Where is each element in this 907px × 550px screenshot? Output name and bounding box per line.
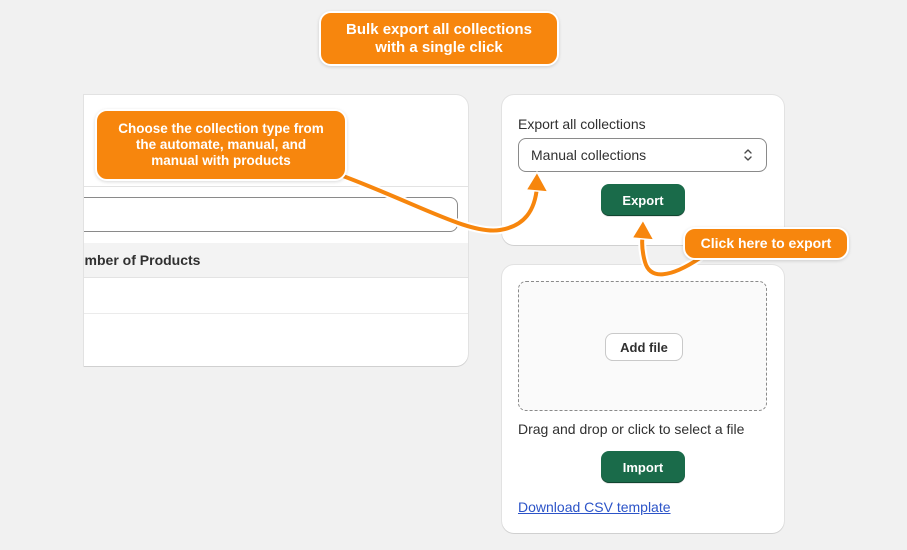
search-input[interactable]	[84, 197, 458, 232]
select-value: Manual collections	[531, 147, 647, 163]
card-divider	[84, 186, 468, 187]
annotation-text: with a single click	[375, 38, 503, 56]
download-csv-template-link[interactable]: Download CSV template	[518, 499, 671, 515]
import-button[interactable]: Import	[601, 451, 685, 483]
export-card: Export all collections Manual collection…	[502, 95, 784, 245]
export-button[interactable]: Export	[601, 184, 685, 216]
export-label: Export all collections	[518, 116, 646, 132]
table-header	[84, 243, 468, 278]
annotation-text: Choose the collection type from	[118, 120, 324, 136]
annotation-choose-type: Choose the collection type from the auto…	[95, 109, 347, 181]
annotation-text: Bulk export all collections	[346, 20, 532, 38]
table-row[interactable]	[84, 278, 468, 314]
column-header-number-of-products[interactable]: umber of Products	[84, 252, 201, 268]
collection-type-select[interactable]: Manual collections	[518, 138, 767, 172]
annotation-click-export: Click here to export	[683, 227, 849, 260]
annotation-bulk-export: Bulk export all collections with a singl…	[319, 11, 559, 66]
import-card: Add file Drag and drop or click to selec…	[502, 265, 784, 533]
dropzone-hint: Drag and drop or click to select a file	[518, 421, 745, 437]
annotation-text: manual with products	[151, 153, 291, 169]
add-file-button[interactable]: Add file	[606, 334, 682, 360]
file-dropzone[interactable]: Add file	[518, 281, 767, 411]
chevron-up-down-icon	[744, 149, 752, 161]
annotation-text: Click here to export	[700, 235, 832, 252]
annotation-text: the automate, manual, and	[135, 136, 307, 152]
table-row[interactable]	[84, 314, 468, 350]
